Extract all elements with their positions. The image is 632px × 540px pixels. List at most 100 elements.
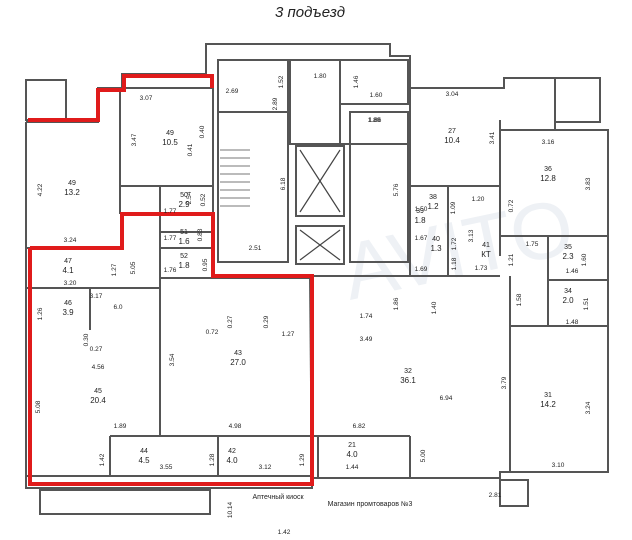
- dimension-label: 4.22: [37, 183, 44, 196]
- room-area: 3.9: [62, 308, 74, 317]
- room-number: 35: [564, 244, 572, 251]
- room-number: 42: [228, 448, 236, 455]
- dimension-label: 1.74: [360, 313, 373, 320]
- room-area: 4.0: [346, 450, 358, 459]
- dimension-label: 1.76: [164, 267, 177, 274]
- dimension-label: 3.12: [259, 464, 272, 471]
- dimension-label: 5.05: [130, 261, 137, 274]
- room-number: 27: [448, 128, 456, 135]
- dimension-label: 2.54: [186, 191, 193, 204]
- dimension-label: 6.82: [353, 423, 366, 430]
- dimension-label: 1.89: [114, 423, 127, 430]
- room-area: 4.5: [138, 456, 150, 465]
- dimension-label: 1.09: [450, 201, 457, 214]
- room-area: 4.1: [62, 266, 74, 275]
- dimension-label: 3.55: [160, 464, 173, 471]
- highlight-contour: [28, 74, 314, 486]
- room-area: 2.9: [178, 200, 190, 209]
- dimension-label: 3.24: [585, 401, 592, 414]
- dimension-label: 3.10: [552, 462, 565, 469]
- dimension-label: 1.50: [415, 206, 428, 213]
- dimension-label: 0.72: [508, 199, 515, 212]
- dimension-label: 6.0: [113, 304, 122, 311]
- dimension-label: 1.86: [393, 297, 400, 310]
- dimension-label: 1.60: [581, 253, 588, 266]
- room-area: 1.6: [178, 237, 190, 246]
- dimension-label: 3.83: [585, 177, 592, 190]
- dimension-label: 1.27: [111, 263, 118, 276]
- dimension-label: 3.17: [90, 293, 103, 300]
- elevator-shafts: [299, 149, 341, 261]
- dimension-label: 1.28: [209, 453, 216, 466]
- dimension-label: 3.79: [501, 376, 508, 389]
- dimension-label: 2.89: [272, 97, 279, 110]
- room-number: 40: [432, 236, 440, 243]
- dimension-label: 1.42: [99, 453, 106, 466]
- room-number: 46: [64, 300, 72, 307]
- page-title: 3 подъезд: [275, 4, 345, 21]
- room-number: 51: [180, 229, 188, 236]
- room-area: 1.8: [414, 216, 426, 225]
- room-area: 36.1: [400, 376, 416, 385]
- room-number: 34: [564, 288, 572, 295]
- dimension-label: 3.41: [489, 131, 496, 144]
- dimension-label: 1.80: [368, 117, 381, 124]
- dimension-label: 2.69: [226, 88, 239, 95]
- room-area: 1.2: [427, 202, 439, 211]
- room-area: 2.0: [562, 296, 574, 305]
- room-number: 21: [348, 442, 356, 449]
- dimension-label: 4.56: [92, 364, 105, 371]
- dimension-label: 3.54: [169, 353, 176, 366]
- dimension-label: 0.41: [187, 143, 194, 156]
- dimension-label: 1.73: [475, 265, 488, 272]
- dimension-label: 2.51: [249, 245, 262, 252]
- dimension-label: 1.46: [566, 268, 579, 275]
- dimension-label: 3.04: [446, 91, 459, 98]
- room-number: 47: [64, 258, 72, 265]
- room-number: 45: [94, 388, 102, 395]
- dimension-label: 3.20: [64, 280, 77, 287]
- room-number: 36: [544, 166, 552, 173]
- dimension-label: 1.58: [516, 293, 523, 306]
- room-area: 10.4: [444, 136, 460, 145]
- room-number: 52: [180, 253, 188, 260]
- room-number: 50: [180, 192, 188, 199]
- shop-label: Магазин промтоваров №3: [328, 501, 413, 508]
- dimension-label: 3.49: [360, 336, 373, 343]
- dimension-label: 0.27: [90, 346, 103, 353]
- dimension-label: 0.83: [197, 228, 204, 241]
- room-area: 2.3: [562, 252, 574, 261]
- dimension-label: 1.60: [370, 92, 383, 99]
- dimension-label: 1.67: [415, 235, 428, 242]
- dimension-label: 1.29: [299, 453, 306, 466]
- room-number: 38: [429, 194, 437, 201]
- dimension-label: 0.52: [200, 193, 207, 206]
- dimension-label: 5.00: [420, 449, 427, 462]
- dimension-label: 0.27: [227, 315, 234, 328]
- room-number: 32: [404, 368, 412, 375]
- dimension-label: 1.20: [472, 196, 485, 203]
- dimension-label: 3.24: [64, 237, 77, 244]
- dimension-label: 6.18: [280, 177, 287, 190]
- kiosk-label: Аптечный киоск: [252, 493, 304, 501]
- dimension-label: 5.76: [393, 183, 400, 196]
- dimension-label: 1.21: [508, 253, 515, 266]
- dimension-label: 0.40: [199, 125, 206, 138]
- dimension-label: 1.40: [431, 301, 438, 314]
- dimension-label: 1.51: [583, 297, 590, 310]
- dimension-label: 1.80: [314, 73, 327, 80]
- dimension-label: 10.14: [227, 501, 234, 518]
- stairs: [220, 149, 250, 207]
- room-area: 12.8: [540, 174, 556, 183]
- dimension-label: 1.86: [369, 117, 382, 124]
- room-area: 14.2: [540, 400, 556, 409]
- room-area: 20.4: [90, 396, 106, 405]
- room-number: 39: [416, 208, 424, 215]
- room-number: 41: [482, 242, 490, 249]
- dimension-label: 3.07: [140, 95, 153, 102]
- dimension-label: 1.72: [451, 237, 458, 250]
- dimension-label: 1.52: [278, 75, 285, 88]
- dimension-label: 4.98: [229, 423, 242, 430]
